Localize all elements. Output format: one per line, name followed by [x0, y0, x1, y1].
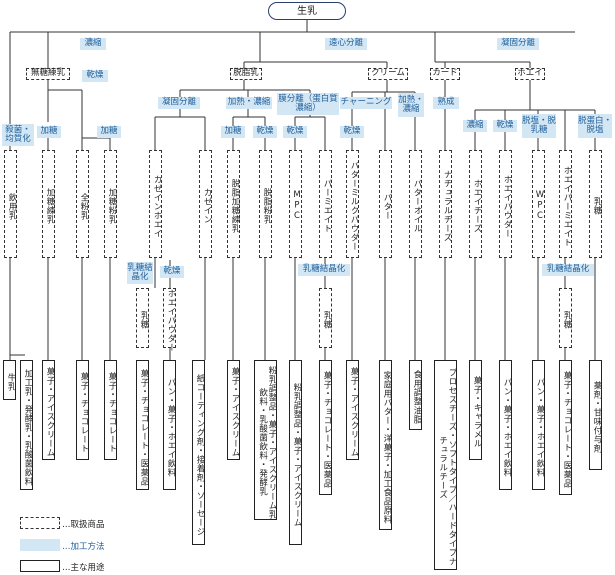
product-sweet-powder: 加糖粉乳 — [104, 150, 117, 258]
process-deprotein: 脱蛋白・脱塩 — [578, 114, 612, 138]
use-u3: 菓子・チョコレート — [104, 360, 117, 460]
process-lactose-cryst3: 乳糖結晶化 — [542, 264, 594, 276]
use-u19: 薬剤・甘味付与剤 — [589, 360, 602, 470]
product-lactose-a: 乳糖 — [136, 288, 149, 348]
product-natural-cheese: ナチュラルチーズ — [439, 150, 452, 258]
process-dry-d: 乾燥 — [283, 126, 307, 138]
product-sweet-skim-cond: 脱脂加糖練乳 — [227, 150, 240, 258]
use-u5: パン・菓子・ホエイ飲料 — [163, 360, 176, 490]
process-coagulate: 凝固分離 — [497, 38, 539, 50]
process-dry-e: 乾燥 — [340, 126, 364, 138]
product-skim: 脱脂乳 — [230, 68, 262, 80]
product-permeate: パーミエイト — [319, 150, 332, 258]
process-dry-f: 乾燥 — [160, 266, 184, 278]
process-desalt: 脱塩・脱乳糖 — [522, 114, 556, 138]
product-wpc: WPC — [532, 150, 545, 258]
product-lactose-b: 乳糖 — [319, 288, 332, 348]
legend-process-swatch — [20, 539, 60, 551]
legend-process-label: …加工方法 — [62, 542, 105, 552]
use-u17: パン・菓子・ホエイ飲料 — [532, 360, 545, 490]
product-whey-permeate: ホエイパーミエイト — [559, 150, 572, 258]
product-lactose-c: 乳糖 — [559, 288, 572, 348]
use-u16: パン・菓子・ホエイ飲料 — [499, 360, 512, 490]
process-heat-conc: 加熱・濃縮 — [226, 97, 272, 109]
product-mpc: MPC — [289, 150, 302, 258]
legend-product-swatch — [20, 517, 60, 529]
process-membrane: 膜分離（蛋白質濃縮） — [277, 93, 339, 115]
use-milk: 牛乳 — [3, 360, 16, 400]
process-heat-conc2: 加熱・濃縮 — [398, 93, 424, 117]
use-u9: 粉乳調整品・菓子・アイスクリーム — [289, 360, 302, 545]
process-conc-w: 濃縮 — [463, 120, 487, 132]
use-u15: 菓子・キャラメル — [469, 360, 482, 460]
legend-use-label: …主な用途 — [62, 563, 105, 573]
process-lactose-cryst2: 乳糖結晶化 — [298, 264, 350, 276]
product-butter: バター — [379, 150, 392, 258]
use-u18: 菓子・チョコレート・医薬品 — [559, 360, 572, 495]
process-dry-a: 乾燥 — [82, 70, 108, 82]
process-sterilize: 殺菌・均質化 — [2, 124, 34, 146]
use-u4: 菓子・チョコレート・医薬品 — [136, 360, 149, 490]
product-casein: カゼイン — [199, 150, 212, 258]
use-u8: 粉乳調整品・菓子・アイスクリーム乳飲料・乳酸菌飲料・発酵乳 — [254, 360, 277, 520]
root-node: 生乳 — [268, 2, 346, 20]
use-u13: 食用調整油脂 — [409, 360, 422, 430]
use-u2: 菓子・チョコレート — [76, 360, 89, 460]
product-cream: クリーム — [368, 68, 408, 80]
process-dry-w: 乾燥 — [493, 120, 517, 132]
process-churning: チャーニング — [340, 97, 392, 109]
product-lactose-w: 乳糖 — [589, 150, 602, 258]
process-coag-sep: 凝固分離 — [158, 97, 200, 109]
legend-use-swatch — [20, 560, 60, 572]
product-unsweet-cond: 無糖練乳 — [26, 68, 70, 80]
use-u10: 菓子・チョコレート・医薬品 — [319, 360, 332, 495]
product-whey-powder2: ホエイパウダー — [163, 288, 176, 352]
process-dry-c: 乾燥 — [253, 126, 277, 138]
use-u1: 菓子・アイスクリーム — [42, 360, 55, 460]
use-u7: 菓子・アイスクリーム — [227, 360, 240, 460]
process-sugar-b: 加糖 — [97, 126, 121, 138]
use-u12: 家庭用バター・洋菓子・加工食品原料 — [379, 360, 392, 530]
product-curd: カード — [430, 68, 460, 80]
product-whey: ホエイ — [515, 68, 545, 80]
process-concentrate: 濃縮 — [80, 38, 106, 50]
use-u6: 紙コーティング剤・接着剤・ソーセージ — [192, 360, 205, 545]
legend-product-label: …取扱商品 — [62, 520, 105, 530]
product-whey-cheese: ホエイチーズ — [469, 150, 482, 258]
use-processed: 加工乳・発酵乳・乳酸菌飲料 — [20, 360, 33, 490]
use-u14: プロセスチーズ・ソフトタイプ／ハードタイプナチュラルチーズ — [434, 360, 457, 570]
product-buttermilk-powder: バターミルクパウダー — [346, 150, 359, 258]
product-drinking-milk: 飲用乳 — [4, 150, 17, 258]
product-whole-powder: 全粉乳 — [76, 150, 89, 258]
product-casein-whey: カゼインホエイ — [149, 150, 162, 258]
product-butter-oil: バターオイル — [409, 150, 422, 258]
process-sugar-c: 加糖 — [221, 126, 245, 138]
process-sugar-a: 加糖 — [37, 126, 61, 138]
use-u11: 菓子・アイスクリーム — [346, 360, 359, 460]
process-ripen: 熟成 — [433, 97, 459, 109]
product-skim-powder: 脱脂粉乳 — [259, 150, 272, 258]
process-centrifuge: 遠心分離 — [325, 38, 367, 50]
product-sweet-cond: 加糖練乳 — [42, 150, 55, 258]
process-lactose-cryst: 乳糖結晶化 — [127, 262, 153, 284]
product-whey-powder: ホエイパウダー — [499, 150, 512, 258]
